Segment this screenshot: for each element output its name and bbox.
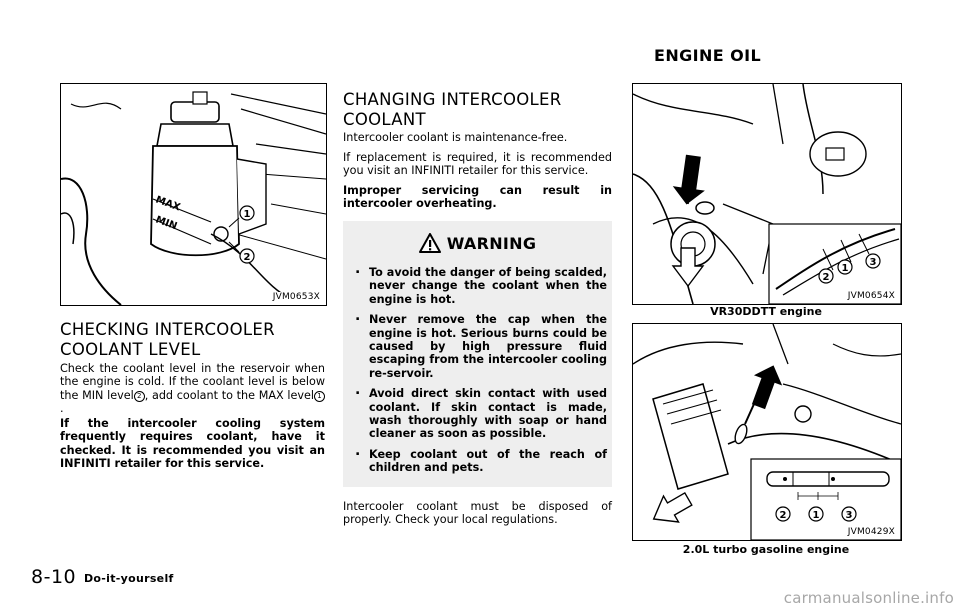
callout-1: 1 [244, 209, 251, 220]
callout-2: 2 [823, 272, 830, 283]
changing-paragraph-1: Intercooler coolant is maintenance-free. [343, 131, 568, 144]
watermark: carmanualsonline.info [783, 589, 954, 607]
warning-box: WARNING To avoid the danger of being sca… [343, 221, 612, 487]
changing-paragraph-2: If replacement is required, it is recomm… [343, 151, 612, 178]
checking-heading: CHECKING INTERCOOLER COOLANT LEVEL [60, 320, 275, 359]
callout-2: 2 [780, 510, 787, 521]
callout-3: 3 [846, 510, 853, 521]
figure-caption: VR30DDTT engine [710, 305, 822, 318]
warning-item: To avoid the danger of being scalded, ne… [353, 263, 607, 306]
changing-paragraph-after: Intercooler coolant must be disposed of … [343, 500, 612, 527]
section-title: ENGINE OIL [654, 46, 762, 65]
checking-paragraph-1: Check the coolant level in the reservoir… [60, 362, 325, 416]
ref-min-callout: 2 [133, 390, 145, 402]
changing-heading: CHANGING INTERCOOLER COOLANT [343, 90, 562, 129]
figure-2-0l-dipstick: 2 1 3 JVM0429X [632, 323, 902, 541]
figure-reservoir: MAX MIN 1 2 JVM0653X [60, 83, 327, 306]
warning-item: Keep coolant out of the reach of childre… [353, 445, 607, 475]
warning-list: To avoid the danger of being scalded, ne… [353, 263, 607, 482]
warning-item: Never remove the cap when the engine is … [353, 310, 607, 380]
figure-code: JVM0653X [271, 292, 321, 302]
chapter-name: Do-it-yourself [84, 572, 174, 585]
reservoir-illustration: MAX MIN 1 2 [61, 84, 326, 305]
two-liter-illustration: 2 1 3 [633, 324, 901, 540]
callout-3: 3 [870, 257, 877, 268]
changing-paragraph-3: Improper servicing can result in interco… [343, 184, 612, 211]
figure-vr30ddtt-dipstick: 2 1 3 JVM0654X [632, 83, 902, 305]
checking-paragraph-2: If the intercooler cooling system freque… [60, 417, 325, 471]
figure-code: JVM0429X [846, 527, 896, 537]
figure-code: JVM0654X [846, 291, 896, 301]
vr30ddtt-illustration: 2 1 3 [633, 84, 901, 304]
figure-caption: 2.0L turbo gasoline engine [682, 543, 850, 556]
callout-1: 1 [813, 510, 820, 521]
warning-item: Avoid direct skin contact with used cool… [353, 384, 607, 441]
callout-1: 1 [842, 263, 849, 274]
page-number: 8-10 [31, 566, 77, 588]
ref-max-callout: 1 [314, 390, 325, 402]
callout-2: 2 [244, 252, 251, 263]
warning-title: WARNING [446, 233, 537, 253]
warning-header: WARNING [343, 231, 612, 255]
warning-triangle-icon [418, 233, 441, 253]
